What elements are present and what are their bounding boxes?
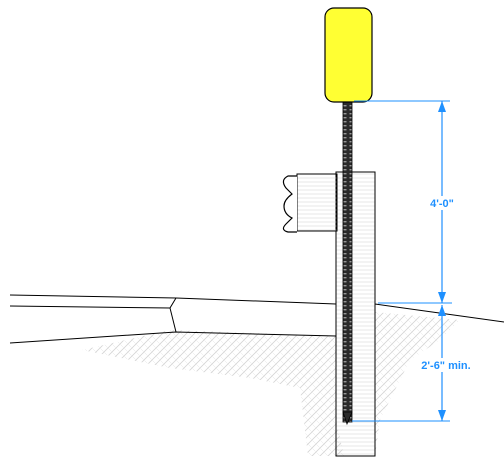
post-tip <box>342 411 353 426</box>
pavement-edge <box>169 297 177 333</box>
wood-guardrail-post <box>335 171 376 457</box>
yellow-marker-panel <box>324 7 373 103</box>
dimension-label-embedment: 2'-6" min. <box>421 360 470 372</box>
delineator-post <box>342 99 353 423</box>
dimension-label-above-ground: 4'-0" <box>430 198 454 210</box>
soil-hatch-right <box>375 312 460 456</box>
blockout <box>296 173 338 232</box>
soil-hatch <box>82 330 344 456</box>
w-beam-rail <box>282 175 297 233</box>
pavement-top-line <box>9 305 171 309</box>
dimension-above-ground <box>354 100 452 304</box>
